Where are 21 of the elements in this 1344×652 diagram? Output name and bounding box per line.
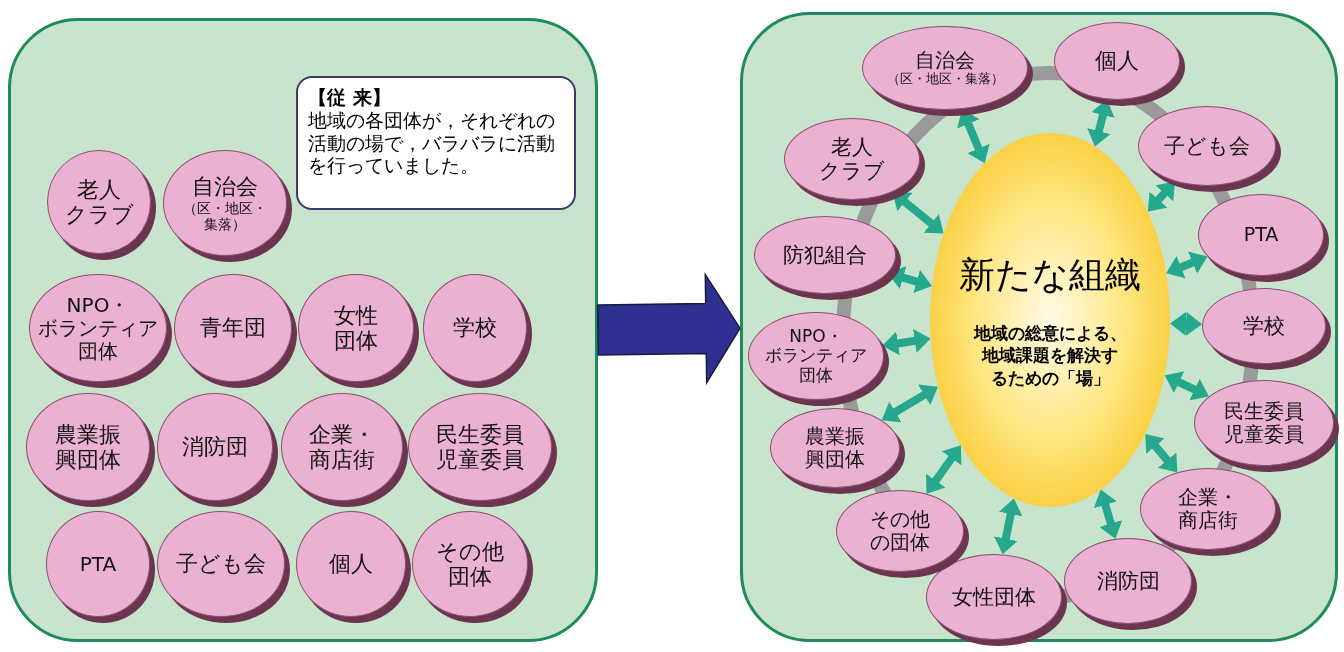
group-name: PTA [79,552,117,576]
group-name: NPO・ボランティア団体 [38,293,158,363]
group-name: 老人クラブ [64,176,134,228]
group-name: 農業振興団体 [55,421,121,473]
group-subtitle: （区・地区・集落） [183,199,267,232]
group-name: 個人 [329,551,373,577]
rounded-panel [8,18,598,642]
group-name: その他団体 [436,538,504,590]
group-name: 青年団 [200,315,266,341]
group-name: 企業・商店街 [309,421,375,473]
group-name: 学校 [453,315,497,341]
note-text: 地域の各団体が，それぞれの活動の場で，バラバラに活動を行っていました。 [308,108,556,178]
block-arrow [596,272,741,386]
note-heading: 【従 来】 [308,86,392,109]
group-name: 自治会 [915,49,975,73]
group-name: 女性団体 [334,302,378,354]
note-box [296,76,576,210]
group-name: 子ども会 [176,551,266,577]
group-name: 民生委員児童委員 [436,421,524,473]
group-name: 自治会 [192,174,258,200]
group-name: 消防団 [182,434,248,460]
